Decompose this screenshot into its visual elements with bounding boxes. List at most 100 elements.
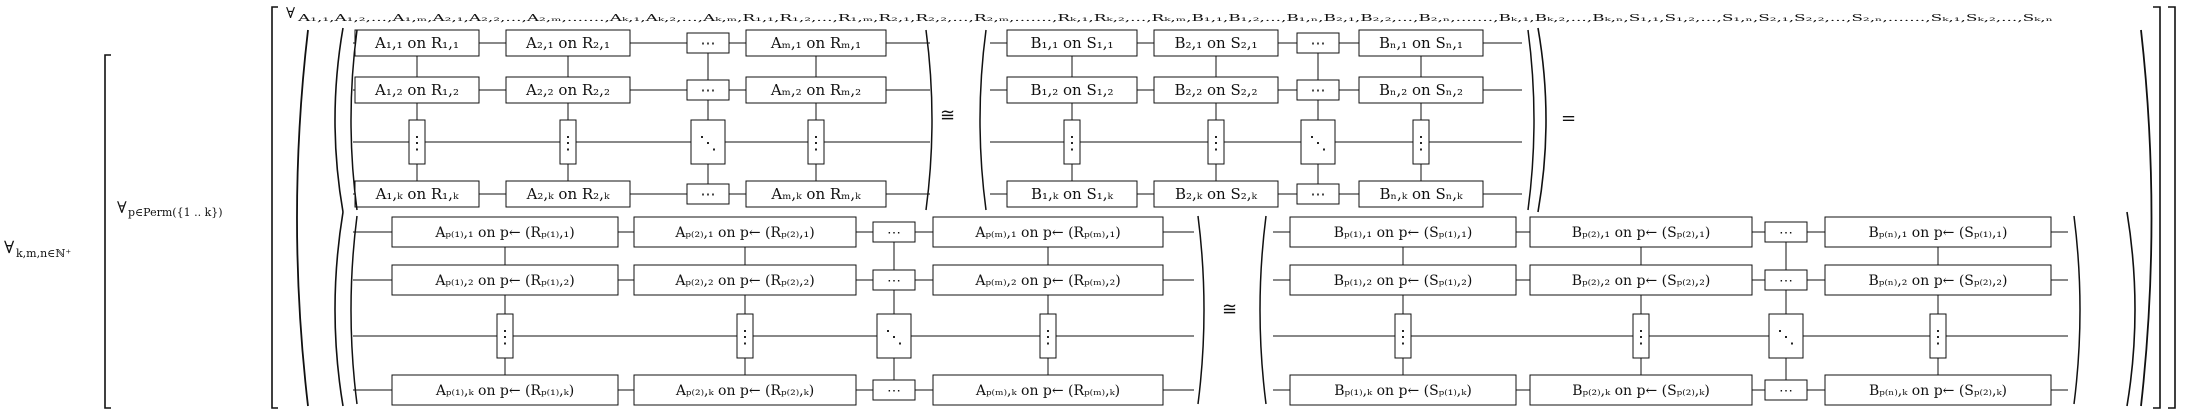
tensor-label: Bₚ₍₁₎,₂ on p← (Sₚ₍₁₎,₂) — [1334, 273, 1473, 289]
tensor-box — [807, 119, 825, 165]
dots-cell: ⋱ — [699, 133, 717, 154]
forall-symbol: ∀ — [117, 198, 127, 217]
tensor-box — [736, 313, 754, 359]
tensor-box — [505, 180, 631, 208]
hdots-cell: ⋯ — [1311, 34, 1326, 52]
dots-cell: ⋮ — [408, 133, 426, 154]
tensor-box — [876, 313, 912, 359]
bottom-left-paren — [334, 211, 344, 407]
tensor-label: Aₘ,₁ on Rₘ,₁ — [770, 34, 861, 52]
tensor-box — [354, 76, 480, 104]
bottom-left-inner-right-paren — [1197, 215, 1205, 405]
dots-cell: ⋱ — [1777, 327, 1795, 348]
tensor-box — [686, 183, 730, 205]
tensor-label: Bₚ₍₂₎,₂ on p← (Sₚ₍₂₎,₂) — [1572, 273, 1711, 289]
hdots-cell: ⋯ — [887, 273, 901, 289]
top-left-inner-right-paren — [925, 29, 933, 211]
tensor-box — [872, 379, 916, 401]
tensor-box — [1207, 119, 1225, 165]
hdots-cell: ⋯ — [1311, 185, 1326, 203]
tensor-box — [1824, 216, 2052, 248]
tensor-label: A₂,₂ on R₂,₂ — [525, 81, 610, 99]
tensor-label: Aₘ,ₖ on Rₘ,ₖ — [770, 185, 861, 203]
forall-symbol: ∀ — [286, 4, 295, 22]
top-right-inner-right-paren — [1527, 29, 1535, 211]
dots-cell: ⋮ — [1207, 133, 1225, 154]
bottom-right-inner-paren — [1259, 215, 1267, 405]
tensor-label: A₁,₂ on R₁,₂ — [374, 81, 459, 99]
tensor-label: B₂,ₖ on S₂,ₖ — [1175, 185, 1258, 203]
tensor-box — [496, 313, 514, 359]
tensor-box — [1358, 76, 1484, 104]
tensor-label: Bₚ₍ₙ₎,ₖ on p← (Sₚ₍₂₎,ₖ) — [1869, 383, 2007, 399]
tensor-label: Bₚ₍ₙ₎,₁ on p← (Sₚ₍₁₎,₁) — [1868, 225, 2007, 241]
hdots-cell: ⋯ — [1779, 383, 1793, 399]
tensor-label: B₁,ₖ on S₁,ₖ — [1031, 185, 1114, 203]
tensor-box — [1358, 180, 1484, 208]
dots-cell: ⋮ — [1412, 133, 1430, 154]
tensor-box — [932, 216, 1164, 248]
equals-symbol: = — [1561, 108, 1576, 129]
tensor-box — [408, 119, 426, 165]
hdots-cell: ⋯ — [1311, 81, 1326, 99]
wrap-left-paren — [296, 29, 309, 407]
dots-cell: ⋮ — [1929, 327, 1947, 348]
tensor-label: Aₚ₍₂₎,₂ on p← (Rₚ₍₂₎,₂) — [674, 273, 814, 289]
tensor-box — [872, 269, 916, 291]
bottom-left-grid: Aₚ₍₁₎,₁ on p← (Rₚ₍₁₎,₁)Aₚ₍₂₎,₁ on p← (Rₚ… — [353, 216, 1194, 406]
tensor-box — [686, 79, 730, 101]
bound-variables-subscript: A₁,₁,A₁,₂,...,A₁,ₘ,A₂,₁,A₂,₂,...,A₂,ₘ,..… — [296, 14, 2053, 24]
tensor-box — [354, 29, 480, 57]
wrap-right-paren — [2140, 29, 2153, 407]
dots-cell: ⋮ — [496, 327, 514, 348]
tensor-box — [745, 180, 887, 208]
tensor-box — [932, 264, 1164, 296]
tensor-box — [1296, 183, 1340, 205]
tensor-label: A₂,ₖ on R₂,ₖ — [526, 185, 610, 203]
tensor-box — [1764, 221, 1808, 243]
hdots-cell: ⋯ — [701, 185, 716, 203]
tensor-box — [505, 29, 631, 57]
tensor-label: Aₚ₍ₘ₎,₁ on p← (Rₚ₍ₘ₎,₁) — [974, 225, 1120, 241]
isomorphic-symbol: ≅ — [940, 105, 955, 126]
tensor-label: Bₚ₍ₙ₎,₂ on p← (Sₚ₍₂₎,₂) — [1868, 273, 2007, 289]
tensor-box — [1929, 313, 1947, 359]
tensor-box — [1824, 374, 2052, 406]
tensor-box — [1764, 269, 1808, 291]
inner-left-bracket — [271, 6, 278, 409]
tensor-label: B₁,₁ on S₁,₁ — [1030, 34, 1113, 52]
tensor-box — [391, 374, 619, 406]
dots-cell: ⋮ — [1632, 327, 1650, 348]
tensor-box — [932, 374, 1164, 406]
tensor-label: A₂,₁ on R₂,₁ — [525, 34, 610, 52]
tensor-box — [1300, 119, 1336, 165]
tensor-box — [1289, 374, 1517, 406]
tensor-label: Bₚ₍₁₎,₁ on p← (Sₚ₍₁₎,₁) — [1334, 225, 1473, 241]
tensor-label: Aₚ₍₂₎,₁ on p← (Rₚ₍₂₎,₁) — [674, 225, 814, 241]
bottom-right-grid: Bₚ₍₁₎,₁ on p← (Sₚ₍₁₎,₁)Bₚ₍₂₎,₁ on p← (Sₚ… — [1273, 216, 2068, 406]
isomorphic-symbol: ≅ — [1222, 299, 1237, 320]
tensor-box — [1039, 313, 1057, 359]
hdots-cell: ⋯ — [1779, 273, 1793, 289]
dots-cell: ⋮ — [736, 327, 754, 348]
tensor-box — [391, 264, 619, 296]
tensor-label: Bₙ,₂ on Sₙ,₂ — [1379, 81, 1463, 99]
tensor-label: Bₙ,₁ on Sₙ,₁ — [1379, 34, 1463, 52]
tensor-box — [391, 216, 619, 248]
dots-cell: ⋱ — [1309, 133, 1327, 154]
tensor-box — [1632, 313, 1650, 359]
tensor-label: Bₚ₍₁₎,ₖ on p← (Sₚ₍₁₎,ₖ) — [1334, 383, 1472, 399]
dots-cell: ⋮ — [1063, 133, 1081, 154]
tensor-box — [1394, 313, 1412, 359]
tensor-box — [1529, 264, 1753, 296]
tensor-box — [1153, 29, 1279, 57]
tensor-label: A₁,ₖ on R₁,ₖ — [375, 185, 459, 203]
tensor-box — [1296, 32, 1340, 54]
tensor-box — [686, 32, 730, 54]
tensor-label: Bₙ,ₖ on Sₙ,ₖ — [1380, 185, 1464, 203]
tensor-box — [1289, 216, 1517, 248]
hdots-cell: ⋯ — [887, 225, 901, 241]
tensor-box — [1153, 76, 1279, 104]
